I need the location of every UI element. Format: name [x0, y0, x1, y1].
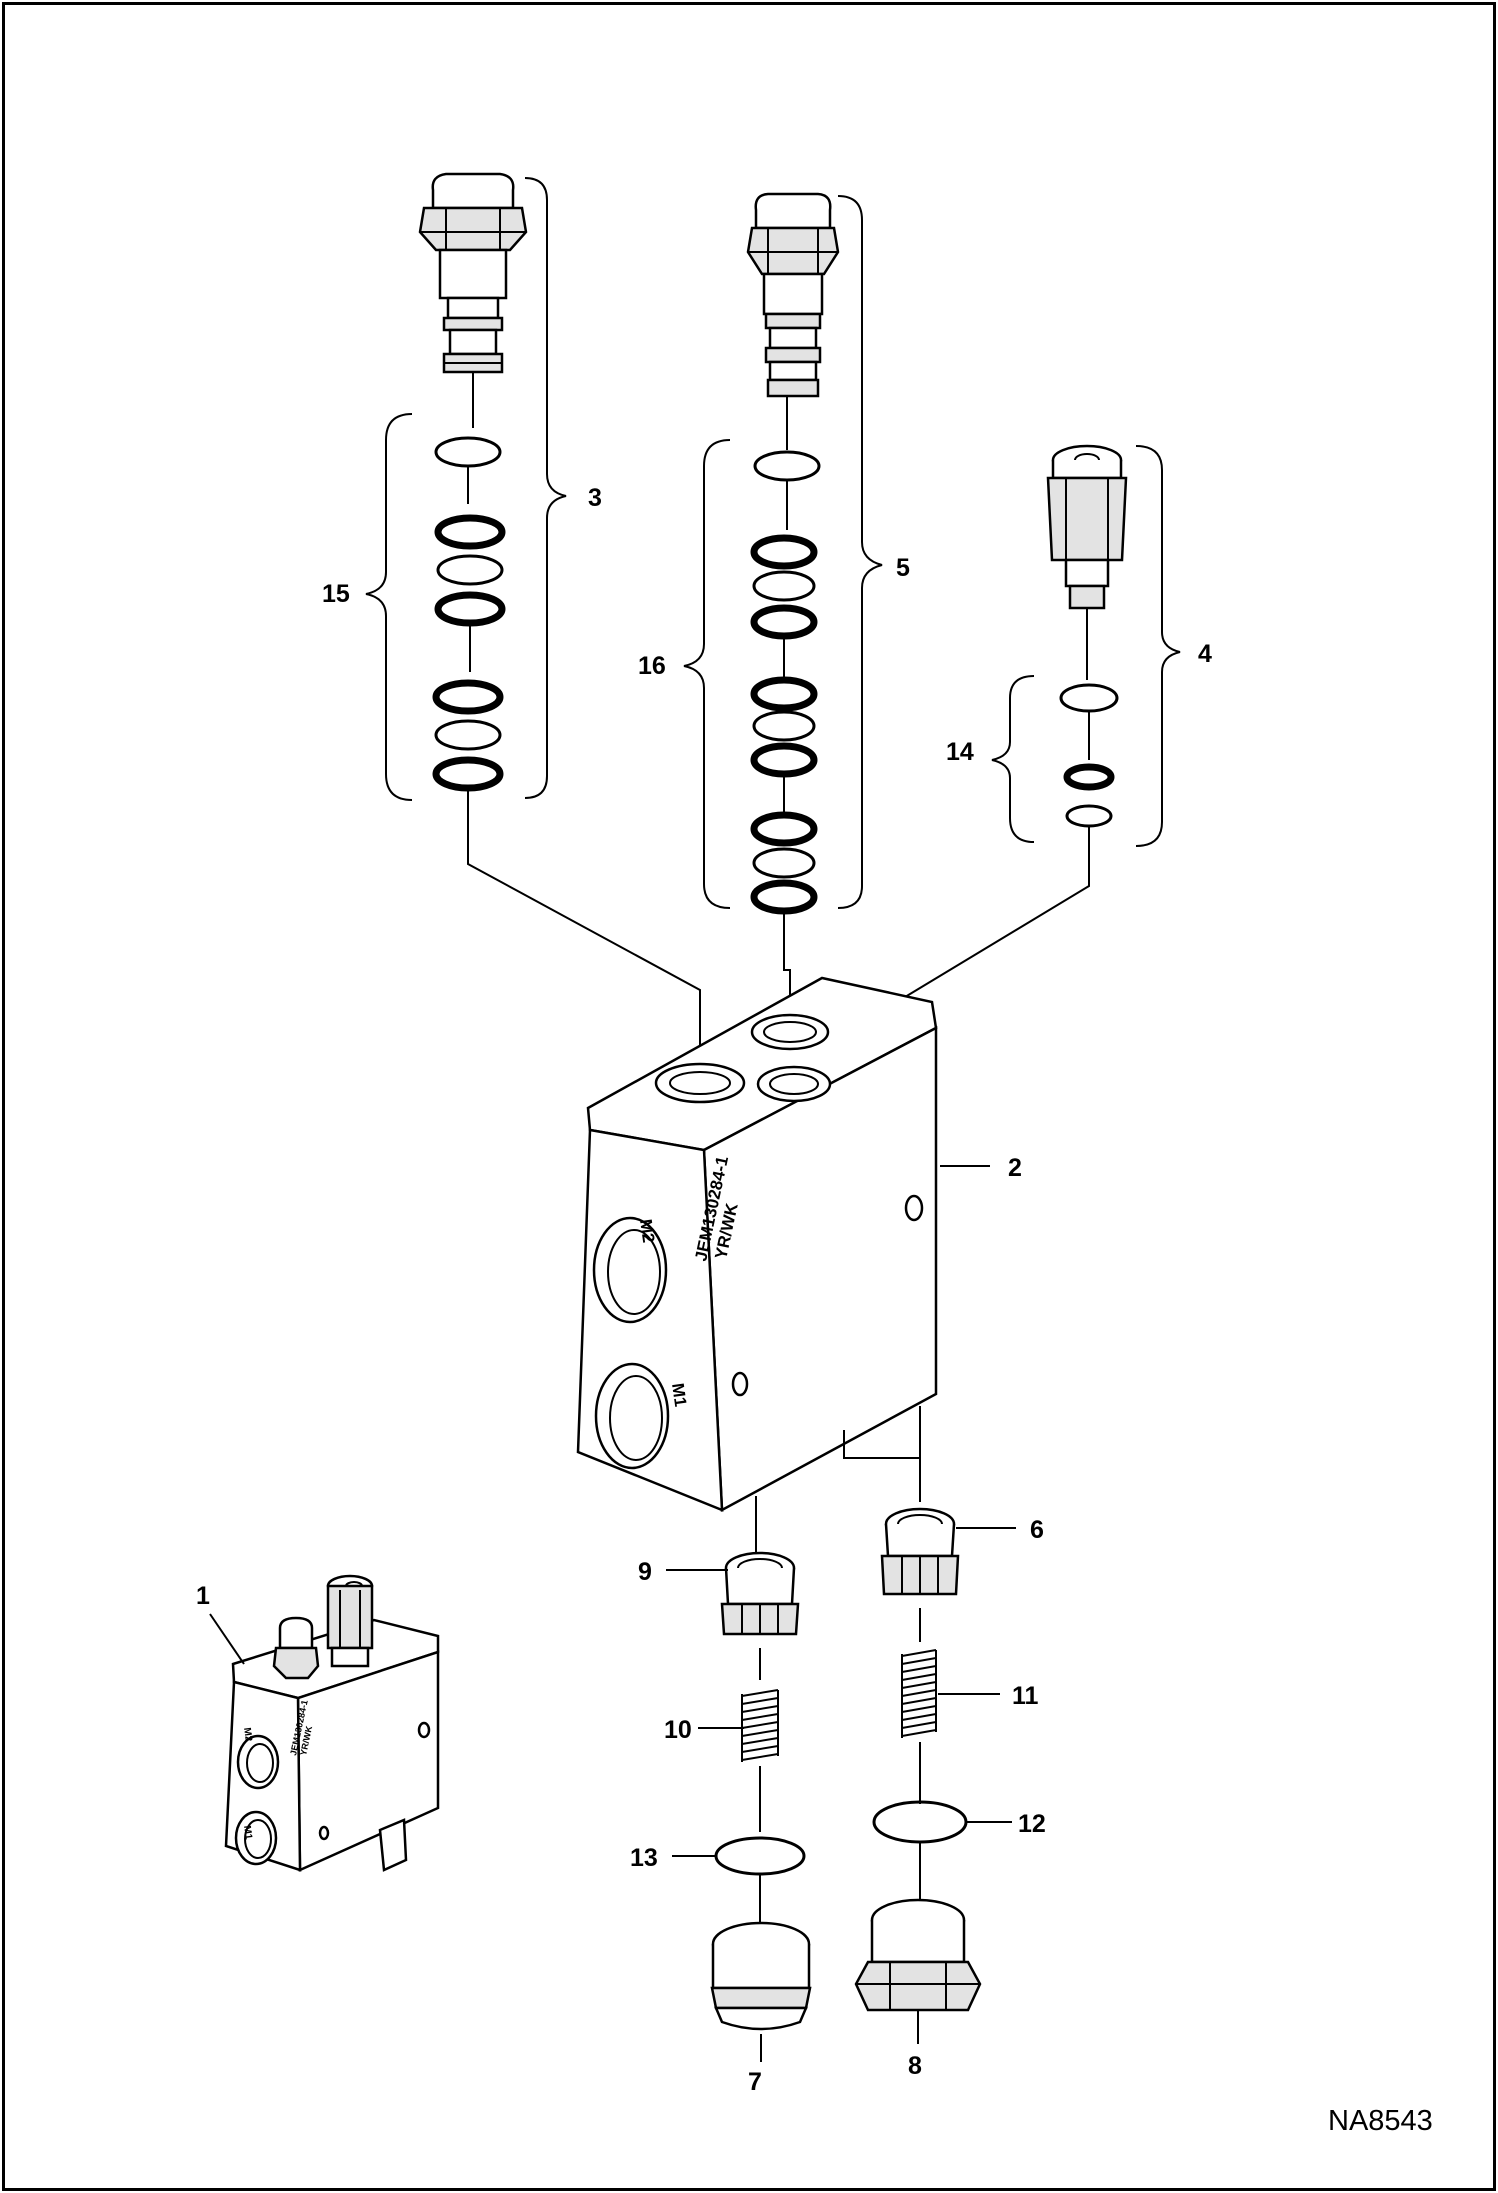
brace-5: [837, 195, 883, 909]
callout-9: 9: [638, 1558, 652, 1586]
callout-15: 15: [322, 580, 350, 608]
brace-3: [524, 177, 567, 799]
callout-10: 10: [664, 1716, 692, 1744]
svg-text:M1: M1: [241, 1825, 254, 1841]
drawing-id: NA8543: [1328, 2105, 1433, 2137]
plug-8: [854, 1898, 982, 2012]
brace-14: [991, 675, 1035, 843]
brace-4: [1135, 445, 1181, 847]
callout-7: 7: [748, 2068, 762, 2096]
seal-kit-15-rings: [432, 436, 506, 792]
callout-11: 11: [1012, 1682, 1039, 1710]
callout-13: 13: [630, 1844, 658, 1872]
callout-16: 16: [638, 652, 666, 680]
block-port-m2-marking: M2: [636, 1218, 658, 1244]
callout-14: 14: [946, 738, 974, 766]
callout-6: 6: [1030, 1516, 1044, 1544]
svg-text:M2: M2: [241, 1727, 254, 1743]
callout-2: 2: [1008, 1154, 1022, 1182]
callout-4: 4: [1198, 640, 1212, 668]
callout-12: 12: [1018, 1810, 1046, 1838]
leader-cartridge-3-to-port: [467, 788, 701, 1078]
seal-kit-14-rings: [1059, 683, 1119, 828]
cartridge-valve-3: [418, 172, 528, 428]
plug-7: [710, 1921, 812, 2031]
brace-16: [683, 439, 731, 909]
valve-block-2: M2 M1 JEM130284-1 YR/WK: [576, 976, 938, 1513]
valve-assembly-1: M2 M1 JEM130284-1 YR/WK: [224, 1574, 440, 1872]
callout-1: 1: [196, 1582, 210, 1610]
seal-kit-16-rings: [750, 450, 821, 915]
check-poppet-9: [720, 1551, 800, 1636]
o-ring-13: [714, 1836, 806, 1876]
relief-valve-4: [1046, 444, 1128, 680]
callout-8: 8: [908, 2052, 922, 2080]
brace-15: [365, 413, 413, 801]
callout-5: 5: [896, 554, 910, 582]
cartridge-valve-5: [746, 192, 840, 450]
block-port-m1-marking: M1: [668, 1382, 690, 1408]
spring-11: [901, 1649, 937, 1738]
o-ring-12: [872, 1800, 968, 1844]
check-poppet-6: [880, 1507, 960, 1596]
callout-3: 3: [588, 484, 602, 512]
spring-10: [741, 1689, 779, 1762]
